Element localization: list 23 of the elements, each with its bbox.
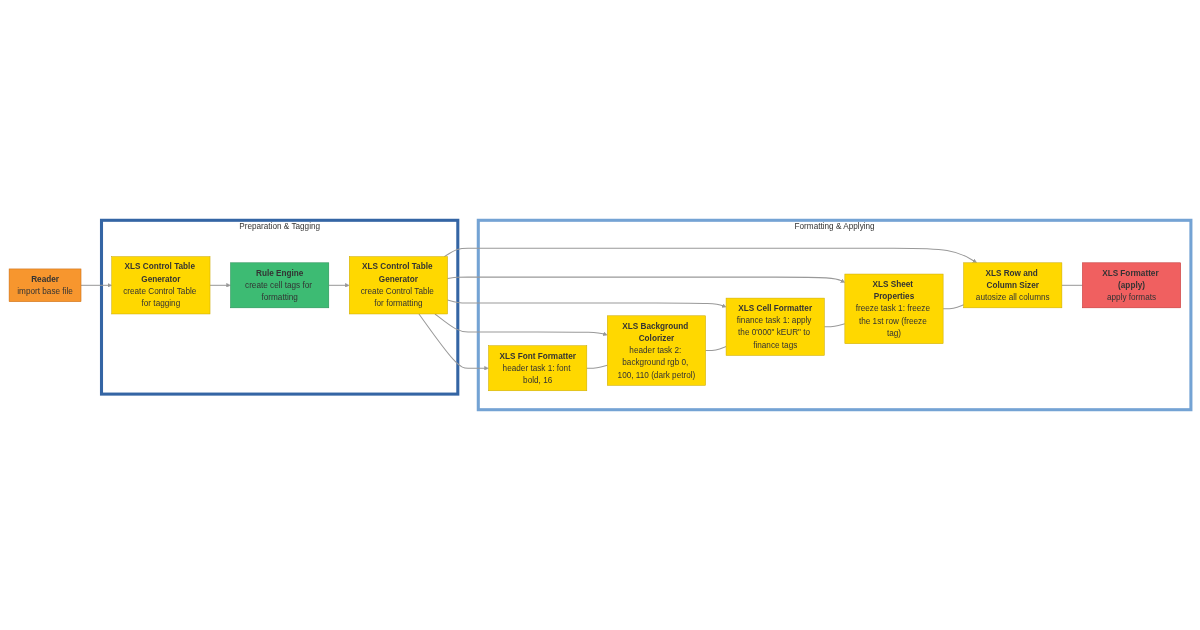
node-box: XLS Font Formatter header task 1: font bold, 16 bbox=[488, 345, 588, 392]
node-box: XLS Sheet Properties freeze task 1: freeze the 1st row (freeze tag) bbox=[844, 273, 944, 344]
node-box: Rule Engine create cell tags for formatting bbox=[230, 262, 330, 309]
arrow bbox=[209, 283, 231, 288]
node-box: XLS Background Colorizer header task 2: background rgb 0, 100, 110 (dark petrol) bbox=[607, 315, 706, 386]
arrow bbox=[447, 276, 846, 283]
connector bbox=[823, 323, 846, 328]
arrow bbox=[80, 283, 112, 288]
node-box: XLS Control Table Generator create Control Table for tagging bbox=[111, 256, 211, 315]
node-box: XLS Formatter (apply) apply formats bbox=[1082, 262, 1181, 309]
arrow bbox=[447, 299, 727, 308]
connector bbox=[942, 304, 965, 310]
connector bbox=[1061, 284, 1083, 286]
node-box: XLS Control Table Generator create Control Table for formatting bbox=[349, 256, 448, 315]
arrow bbox=[418, 313, 489, 371]
connector bbox=[705, 345, 727, 352]
connector bbox=[586, 364, 608, 369]
arrow bbox=[434, 313, 608, 337]
arrow bbox=[328, 283, 350, 288]
node-box: XLS Row and Column Sizer autosize all columns bbox=[963, 262, 1063, 309]
node-box: Reader import base file bbox=[8, 268, 82, 302]
arrow bbox=[443, 247, 977, 263]
node-box: XLS Cell Formatter finance task 1: apply the 0'000" kEUR" to finance tags bbox=[725, 297, 825, 356]
